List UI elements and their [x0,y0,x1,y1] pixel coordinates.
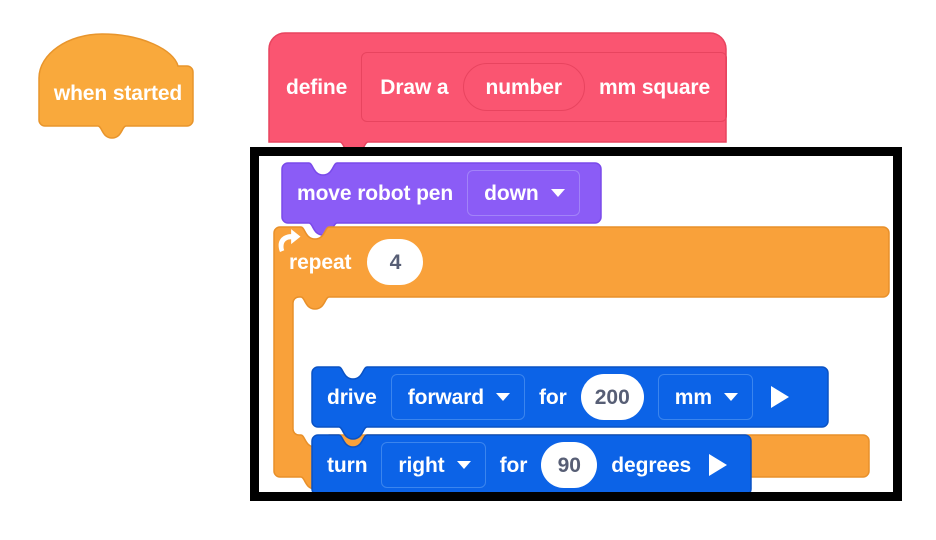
define-row: define Draw a number mm square [268,32,728,142]
turn-direction-value: right [398,453,445,477]
pen-state-value: down [484,181,539,205]
turn-unit-label: degrees [611,453,692,477]
turn-label: turn [327,453,368,477]
define-parameter-label: number [485,75,563,99]
drive-units-value: mm [674,385,712,409]
define-prototype[interactable]: Draw a number mm square [361,52,728,122]
highlight-frame: move robot pen down repeat 4 [250,147,902,501]
when-started-shape [38,33,194,139]
chevron-down-icon [550,189,565,197]
play-triangle-icon[interactable] [709,454,728,476]
block-move-robot-pen[interactable]: move robot pen down [281,162,602,236]
define-text-after: mm square [598,75,711,99]
repeat-label: repeat [289,250,352,274]
define-keyword-label: define [286,75,348,99]
drive-row: drive forward for 200 mm [311,366,789,428]
repeat-row: repeat 4 [273,226,424,298]
drive-connector-label: for [539,385,567,409]
turn-direction-dropdown[interactable]: right [381,442,486,488]
block-when-started[interactable]: when started [38,32,198,139]
when-started-label: when started [53,81,183,105]
repeat-count-input[interactable]: 4 [367,239,424,285]
loop-arrow-icon [278,229,301,252]
drive-direction-dropdown[interactable]: forward [390,374,526,420]
when-started-label-wrap: when started [38,32,198,128]
block-define[interactable]: define Draw a number mm square [268,32,728,155]
turn-connector-label: for [499,453,528,477]
drive-label: drive [327,385,377,409]
pen-row: move robot pen down [281,162,601,224]
drive-distance-input[interactable]: 200 [580,374,644,420]
chevron-down-icon [456,461,471,469]
drive-direction-value: forward [407,385,485,409]
block-drive[interactable]: drive forward for 200 mm [311,366,829,440]
block-turn[interactable]: turn right for 90 degrees [311,434,752,492]
chevron-down-icon [496,393,511,401]
turn-row: turn right for 90 degrees [311,434,728,492]
define-parameter-number[interactable]: number [462,63,585,111]
play-triangle-icon[interactable] [770,386,789,408]
chevron-down-icon [723,393,738,401]
drive-units-dropdown[interactable]: mm [657,374,753,420]
turn-amount-input[interactable]: 90 [541,442,598,488]
block-repeat[interactable]: repeat 4 drive forward for 200 [273,226,893,492]
define-text-before: Draw a [380,75,449,99]
pen-label: move robot pen [297,181,454,205]
pen-state-dropdown[interactable]: down [467,170,580,216]
